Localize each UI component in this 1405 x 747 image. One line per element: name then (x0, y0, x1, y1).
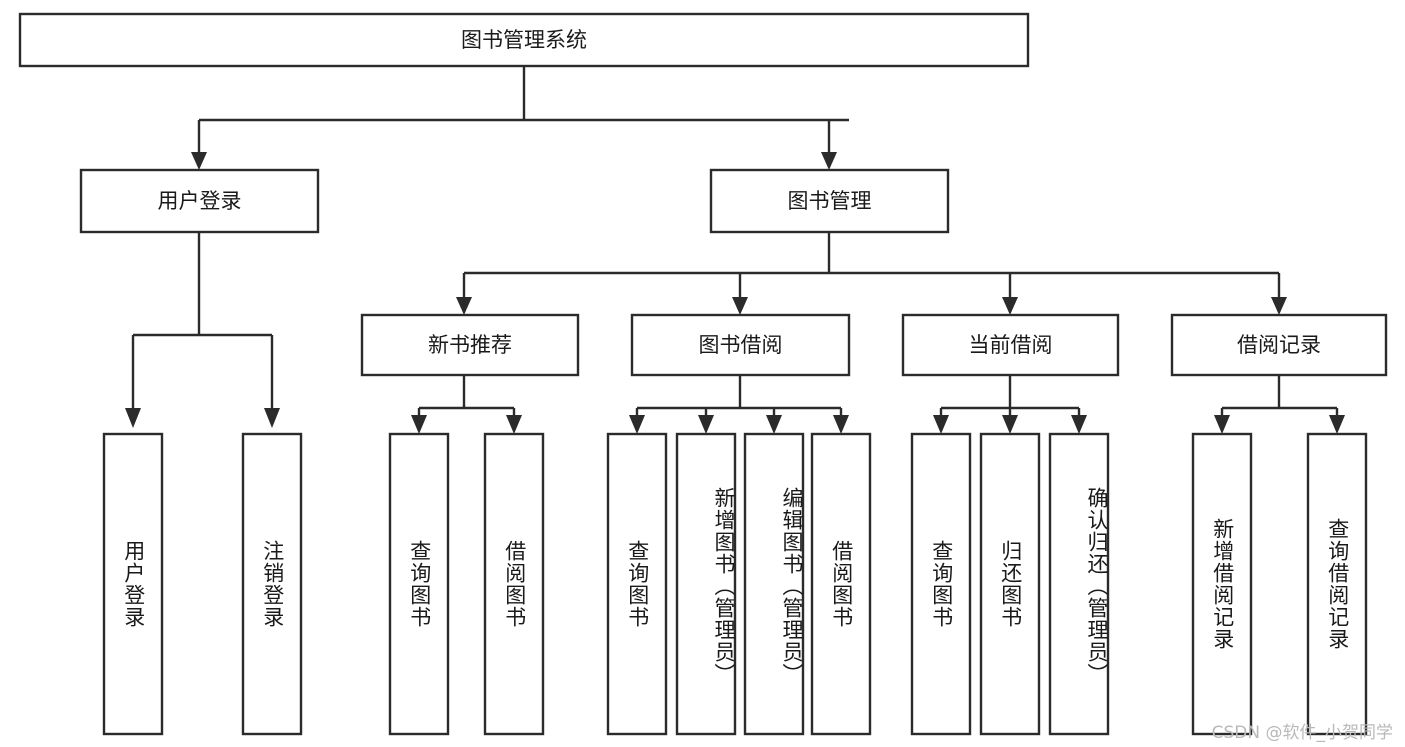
connector-userlogin-to-leaves (125, 232, 280, 428)
node-book-borrow-label: 图书借阅 (699, 333, 783, 357)
node-current-borrow[interactable]: 当前借阅 (901, 313, 1120, 377)
connector-newbook-to-leaves (411, 375, 522, 434)
node-user-login-label: 用户登录 (158, 189, 242, 213)
leaf-boxes (102, 432, 1368, 736)
node-book-borrow[interactable]: 图书借阅 (630, 313, 851, 377)
connector-bookborrow-to-leaves (629, 375, 849, 434)
leaf-box-confirm-return[interactable] (1048, 432, 1110, 736)
leaf-box-query-record[interactable] (1306, 432, 1368, 736)
leaf-box-logout[interactable] (241, 432, 303, 736)
leaf-box-borrow-book-nb[interactable] (483, 432, 545, 736)
leaf-box-borrow-book-bb[interactable] (810, 432, 872, 736)
node-borrow-record-label: 借阅记录 (1237, 333, 1321, 357)
leaf-box-add-record[interactable] (1191, 432, 1253, 736)
node-borrow-record[interactable]: 借阅记录 (1170, 313, 1388, 377)
leaf-box-query-book-nb[interactable] (388, 432, 450, 736)
leaf-box-add-book[interactable] (675, 432, 737, 736)
node-current-borrow-label: 当前借阅 (969, 333, 1053, 357)
node-new-book-recommend[interactable]: 新书推荐 (360, 313, 580, 377)
leaf-box-edit-book[interactable] (743, 432, 805, 736)
leaf-box-user-login[interactable] (102, 432, 164, 736)
node-book-management-label: 图书管理 (788, 189, 872, 213)
connector-borrowrecord-to-leaves (1214, 375, 1345, 434)
node-new-book-recommend-label: 新书推荐 (428, 333, 512, 357)
node-root[interactable]: 图书管理系统 (18, 12, 1030, 68)
csdn-watermark: CSDN @软件_小贺同学 (1211, 723, 1393, 743)
connector-bookmgmt-to-level3 (456, 232, 1287, 315)
leaf-box-query-book-bb[interactable] (606, 432, 668, 736)
connector-root-to-level2 (191, 66, 849, 170)
leaf-box-query-book-cb[interactable] (910, 432, 972, 736)
node-root-label: 图书管理系统 (461, 28, 587, 52)
leaf-box-return-book[interactable] (979, 432, 1041, 736)
node-user-login[interactable]: 用户登录 (79, 168, 320, 234)
node-book-management[interactable]: 图书管理 (709, 168, 950, 234)
connector-currentborrow-to-leaves (933, 375, 1087, 434)
